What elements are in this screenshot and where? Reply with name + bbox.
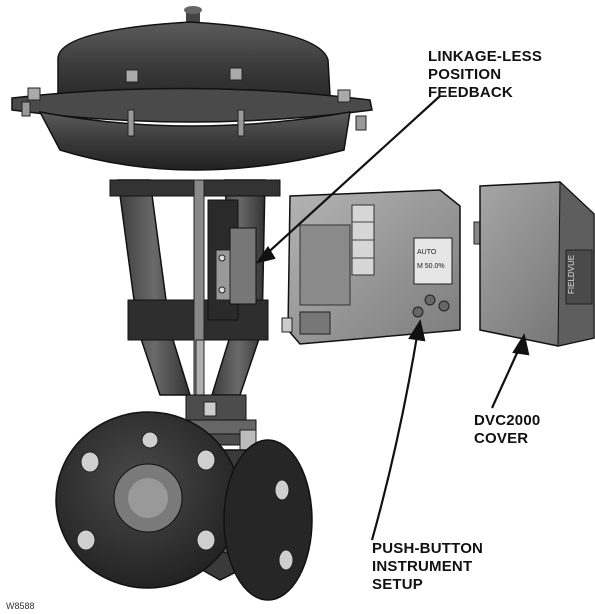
callout-linkage-less-position-feedback: LINKAGE-LESS POSITION FEEDBACK	[428, 48, 543, 101]
callout-dvc2000-cover: DVC2000 COVER	[474, 412, 541, 447]
figure-id: W8588	[6, 601, 35, 611]
feedback-bracket	[207, 199, 257, 321]
push-button	[412, 306, 424, 318]
dvc2000-cover: FIELDVUE	[473, 180, 595, 347]
lcd-display	[413, 237, 453, 285]
callout-push-button-instrument-setup: PUSH-BUTTON INSTRUMENT SETUP	[372, 540, 484, 593]
lcd-line-2: M 50.0%	[417, 263, 445, 270]
cover-brand: FIELDVUE	[567, 255, 576, 294]
actuator	[11, 6, 373, 171]
push-button	[438, 300, 450, 312]
lcd-line-1: AUTO	[417, 249, 437, 256]
dvc2000-module: AUTO M 50.0%	[281, 189, 461, 345]
valve-flanges	[55, 411, 313, 601]
leader-lines	[255, 95, 530, 541]
push-button	[424, 294, 436, 306]
